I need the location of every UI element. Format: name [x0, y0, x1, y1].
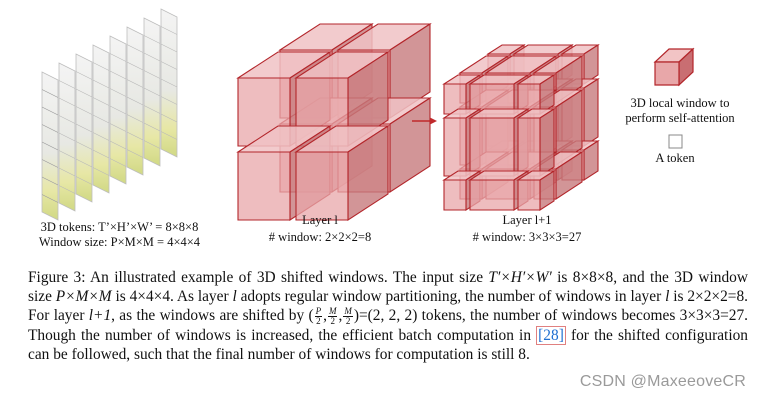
figure-3: 3D tokens: T’×H’×W’ = 8×8×8 Window size:…	[38, 8, 735, 249]
caption-text: for the shifted configuration can be fol…	[28, 326, 748, 363]
layer-l1-window-count: # window: 3×3×3=27	[472, 230, 582, 244]
layer-l1-title: Layer l+1	[502, 213, 552, 227]
caption-text: is 8×8×8, and the 3D window size	[28, 269, 748, 305]
caption-text: is 2×2×2=8. For layer	[28, 288, 748, 324]
token-slices	[41, 8, 178, 221]
caption-text: adopts regular window partitioning, the …	[236, 288, 666, 305]
token-slice	[109, 35, 127, 185]
layer-var: l	[665, 288, 670, 305]
legend-token-square	[668, 134, 683, 149]
token-slice	[126, 26, 144, 176]
token-slice	[58, 62, 76, 212]
window-size-label: Window size: P×M×M = 4×4×4	[38, 235, 201, 249]
token-slice	[92, 44, 110, 194]
token-grid-front	[41, 89, 59, 203]
layer-l-windows	[236, 22, 432, 222]
caption-text: , as the windows are shifted by (	[111, 307, 314, 324]
layer-l-title: Layer l	[302, 213, 338, 227]
window-cube	[516, 107, 556, 178]
token-slice	[160, 8, 178, 158]
input-size-math: T′×H′×W′	[488, 269, 552, 286]
legend-window-line2: perform self-attention	[625, 111, 735, 125]
caption-label: Figure 3:	[28, 269, 86, 286]
window-size-math: P×M×M	[55, 288, 112, 305]
token-slice	[75, 53, 93, 203]
window-cube	[516, 169, 556, 212]
shift-arrow	[412, 117, 437, 125]
watermark: CSDN @MaxeeoveCR	[579, 373, 746, 390]
figure-caption: Figure 3: An illustrated example of 3D s…	[28, 269, 748, 363]
caption-text: An illustrated example of 3D shifted win…	[85, 269, 489, 286]
caption-text: )=(2, 2, 2) tokens, the number of window…	[28, 307, 748, 344]
layer-l-window-count: # window: 2×2×2=8	[268, 230, 372, 244]
layer-var: l	[232, 288, 237, 305]
window-cube	[294, 124, 390, 222]
layer-next-var: l+1	[88, 307, 112, 324]
window-cube	[516, 73, 556, 116]
figure-illustration	[41, 8, 695, 222]
layer-l1-windows	[442, 43, 600, 212]
legend-window-cube	[653, 47, 695, 87]
citation-link[interactable]: [28]	[536, 325, 566, 345]
token-slice	[143, 17, 161, 167]
caption-text: is 4×4×4. As layer	[111, 288, 233, 305]
legend-token-label: A token	[655, 151, 695, 165]
tokens-label: 3D tokens: T’×H’×W’ = 8×8×8	[40, 220, 199, 234]
legend-window-line1: 3D local window to	[630, 96, 730, 110]
